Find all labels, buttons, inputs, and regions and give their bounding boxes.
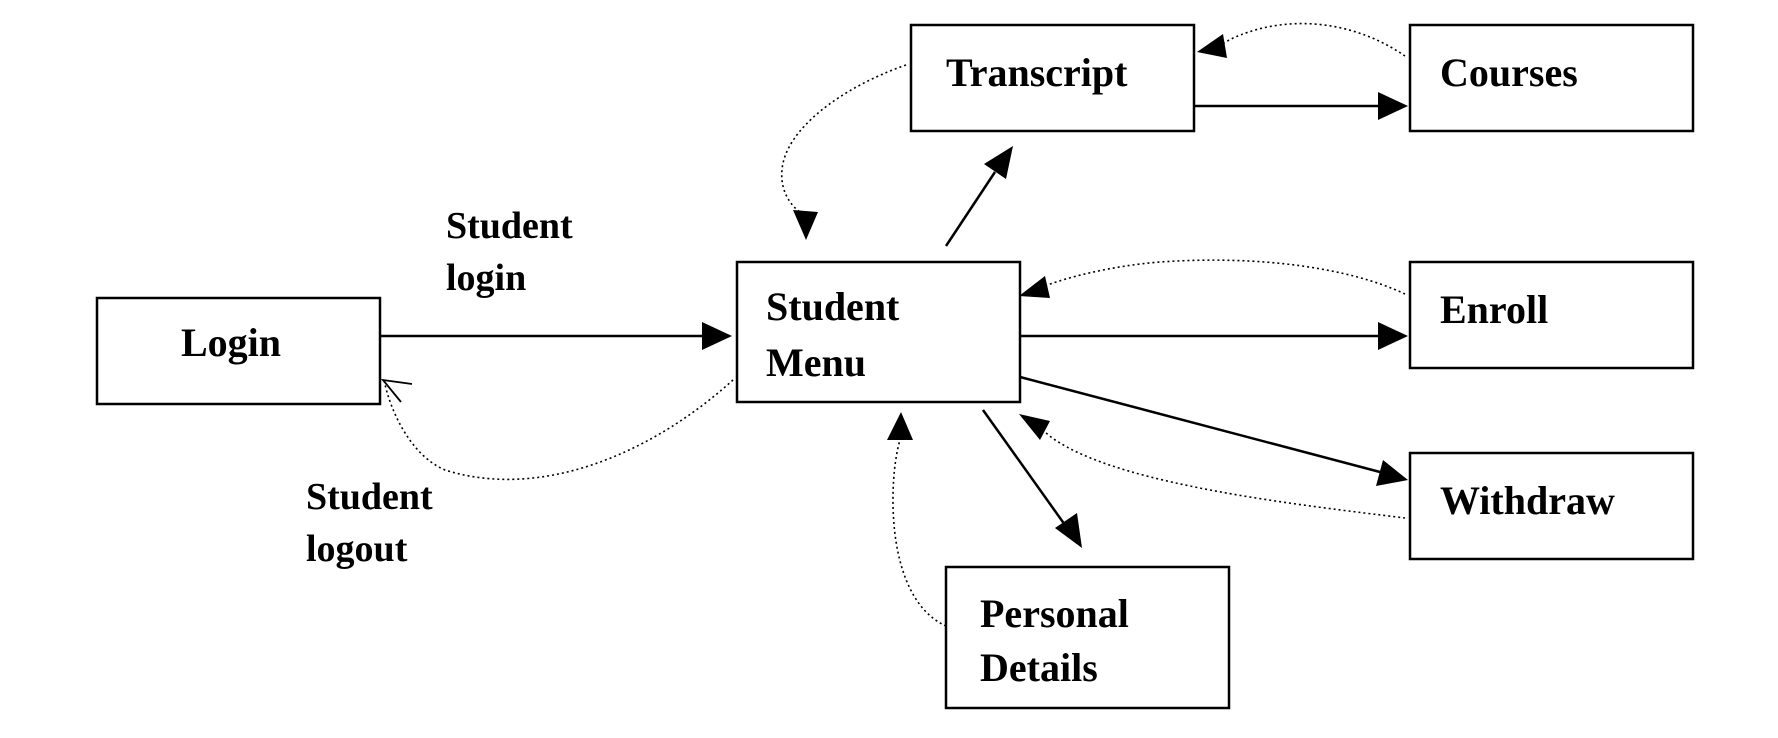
node-personal-details: Personal Details (944, 565, 1231, 710)
edge-enroll-to-student-menu (1019, 259, 1406, 298)
node-enroll-label: Enroll (1440, 287, 1548, 332)
node-courses-label: Courses (1440, 50, 1578, 95)
edge-transcript-to-student-menu (780, 64, 907, 240)
edge-student-menu-to-personal-details (981, 409, 1082, 548)
edge-login-to-student-menu (380, 322, 732, 350)
node-student-menu-label: Student Menu (766, 284, 909, 385)
edge-student-menu-to-withdraw (1019, 375, 1408, 486)
node-courses: Courses (1408, 23, 1695, 133)
edge-label-student-logout: Student logout (306, 476, 442, 570)
node-student-menu: Student Menu (735, 260, 1022, 404)
edge-courses-to-transcript (1197, 22, 1406, 58)
node-login-label: Login (181, 320, 281, 365)
edge-student-menu-to-login (380, 378, 734, 481)
node-transcript-label: Transcript (946, 50, 1128, 95)
node-enroll: Enroll (1408, 260, 1695, 370)
node-personal-details-label: Personal Details (980, 591, 1139, 690)
node-login: Login (95, 296, 382, 406)
node-transcript: Transcript (909, 23, 1196, 133)
node-withdraw: Withdraw (1408, 451, 1695, 561)
edge-transcript-to-courses (1193, 92, 1408, 120)
edge-student-menu-to-transcript (944, 146, 1013, 247)
edge-student-menu-to-enroll (1020, 322, 1408, 350)
node-withdraw-label: Withdraw (1440, 478, 1615, 523)
edge-label-student-login: Student login (446, 205, 582, 299)
edge-personal-details-to-student-menu (887, 412, 947, 627)
edge-withdraw-to-student-menu (1019, 414, 1406, 519)
